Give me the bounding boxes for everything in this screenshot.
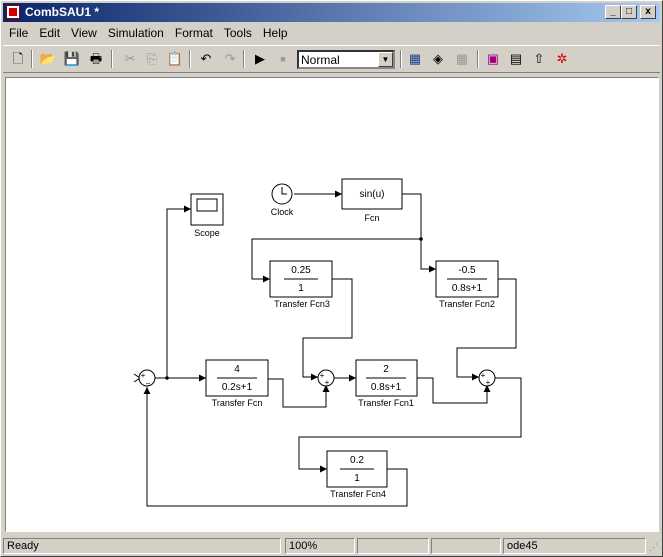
minimize-button[interactable]: _ (605, 5, 621, 19)
sum3-plus-sign: + (486, 378, 491, 387)
signal-tf2-to-sum3 (456, 278, 517, 381)
toolbar-separator (189, 50, 191, 68)
menu-help[interactable]: Help (262, 26, 288, 40)
save-icon[interactable]: 💾 (63, 51, 81, 66)
menu-tools[interactable]: Tools (223, 26, 252, 40)
status-text: Ready (3, 538, 281, 554)
sum1-minus-sign: − (146, 379, 151, 388)
tf-denominator: 0.2s+1 (222, 382, 253, 393)
zoom-level: 100% (285, 538, 355, 554)
title-bar[interactable]: CombSAU1 * _ □ x (3, 3, 660, 22)
tf2-numerator: -0.5 (458, 265, 476, 276)
menu-view[interactable]: View (71, 26, 97, 40)
toolbar-separator (477, 50, 479, 68)
signal-fcn-to-tf2 (402, 193, 436, 273)
scope-label: Scope (194, 228, 220, 238)
toolbar-separator (111, 50, 113, 68)
signal-tf1-to-sum3 (417, 377, 491, 404)
simulation-mode-select[interactable]: Normal ▼ (297, 50, 395, 69)
clock-block[interactable]: Clock (271, 183, 294, 217)
build-subsystem-icon[interactable]: ▦ (455, 51, 469, 66)
tf3-label: Transfer Fcn3 (274, 299, 330, 309)
signal-fcn-to-tf3 (251, 238, 421, 283)
transfer-fcn3-block[interactable]: 0.25 1 Transfer Fcn3 (269, 260, 333, 309)
debug-icon[interactable]: ✲ (556, 51, 568, 66)
go-to-parent-icon[interactable]: ⇧ (533, 51, 545, 66)
cut-icon[interactable]: ✂ (124, 51, 136, 66)
fcn-block[interactable]: sin(u) Fcn (341, 178, 403, 223)
redo-icon[interactable]: ↷ (224, 51, 236, 66)
transfer-fcn2-block[interactable]: -0.5 0.8s+1 Transfer Fcn2 (435, 260, 499, 309)
toolbar-separator (400, 50, 402, 68)
status-panel-empty (357, 538, 429, 554)
model-browser-icon[interactable]: ▤ (509, 51, 523, 66)
menu-file[interactable]: File (9, 26, 29, 40)
model-canvas[interactable]: Clock sin(u) Fcn Scope 0.25 1 Transfer F… (5, 77, 659, 532)
build-icon[interactable]: ▦ (408, 51, 422, 66)
transfer-fcn1-block[interactable]: 2 0.8s+1 Transfer Fcn1 (355, 359, 418, 408)
menu-edit[interactable]: Edit (39, 26, 61, 40)
menu-format[interactable]: Format (174, 26, 213, 40)
resize-grip-icon[interactable]: ⋰ (649, 542, 658, 552)
tf1-denominator: 0.8s+1 (371, 382, 402, 393)
window-title: CombSAU1 * (25, 5, 100, 19)
tf1-numerator: 2 (383, 364, 389, 375)
start-simulation-icon[interactable]: ▶ (255, 51, 265, 66)
branch-point (419, 237, 423, 241)
simulation-mode-value: Normal (301, 53, 340, 67)
fcn-label: Fcn (364, 213, 379, 223)
solver-name: ode45 (503, 538, 646, 554)
print-icon[interactable]: 🖶 (89, 51, 103, 66)
branch-point (165, 376, 169, 380)
fcn-expression: sin(u) (359, 189, 384, 200)
close-button[interactable]: x (640, 5, 656, 19)
tf4-denominator: 1 (354, 473, 360, 484)
undo-icon[interactable]: ↶ (200, 51, 212, 66)
library-browser-icon[interactable]: ▣ (486, 51, 500, 66)
menu-simulation[interactable]: Simulation (107, 26, 164, 40)
transfer-fcn4-block[interactable]: 0.2 1 Transfer Fcn4 (326, 450, 388, 499)
update-diagram-icon[interactable]: ◈ (433, 51, 443, 66)
signal-sum3-to-tf4 (298, 377, 522, 473)
tf1-label: Transfer Fcn1 (358, 398, 414, 408)
toolbar-separator (31, 50, 33, 68)
signal-tf-to-sum2 (268, 378, 330, 408)
status-panel-empty (431, 538, 501, 554)
tf3-numerator: 0.25 (291, 265, 311, 276)
tf-numerator: 4 (234, 364, 240, 375)
paste-icon[interactable]: 📋 (166, 51, 184, 66)
sum2-plus-sign: + (320, 371, 325, 380)
sum-block-3[interactable]: + + (478, 369, 496, 387)
tf-label: Transfer Fcn (212, 398, 263, 408)
simulink-app-icon (6, 5, 20, 19)
tf4-label: Transfer Fcn4 (330, 489, 386, 499)
open-folder-icon[interactable]: 📂 (39, 51, 57, 66)
sum3-plus-sign: + (481, 371, 486, 380)
sum-block-1[interactable]: + − (138, 369, 156, 388)
clock-label: Clock (271, 207, 294, 217)
sum2-plus-sign: + (325, 378, 330, 387)
tf4-numerator: 0.2 (350, 455, 364, 466)
sum-block-2[interactable]: + + (317, 369, 335, 387)
copy-icon[interactable]: ⎘ (146, 51, 158, 66)
transfer-fcn-block[interactable]: 4 0.2s+1 Transfer Fcn (205, 359, 269, 408)
scope-block[interactable]: Scope (190, 193, 224, 238)
new-model-icon[interactable]: 🗋 (12, 51, 24, 66)
stop-simulation-icon[interactable]: ■ (280, 54, 286, 64)
chevron-down-icon[interactable]: ▼ (378, 52, 393, 67)
tf2-denominator: 0.8s+1 (452, 283, 483, 294)
tf3-denominator: 1 (298, 283, 304, 294)
signal-to-scope (166, 205, 191, 378)
tf2-label: Transfer Fcn2 (439, 299, 495, 309)
maximize-button[interactable]: □ (621, 5, 637, 19)
signal-tf3-to-sum2 (302, 278, 353, 381)
toolbar-separator (243, 50, 245, 68)
menu-bar: File Edit View Simulation Format Tools Help (3, 24, 660, 43)
signal-tf4-feedback (143, 387, 408, 507)
sum1-plus-sign: + (141, 371, 146, 380)
status-bar: Ready 100% ode45 ⋰ (1, 537, 663, 556)
toolbar: 🗋 📂 💾 🖶 ✂ ⎘ 📋 ↶ ↷ ▶ ■ Normal ▼ ▦ ◈ ▦ ▣ ▤… (3, 45, 660, 73)
block-diagram: Clock sin(u) Fcn Scope 0.25 1 Transfer F… (133, 178, 522, 507)
